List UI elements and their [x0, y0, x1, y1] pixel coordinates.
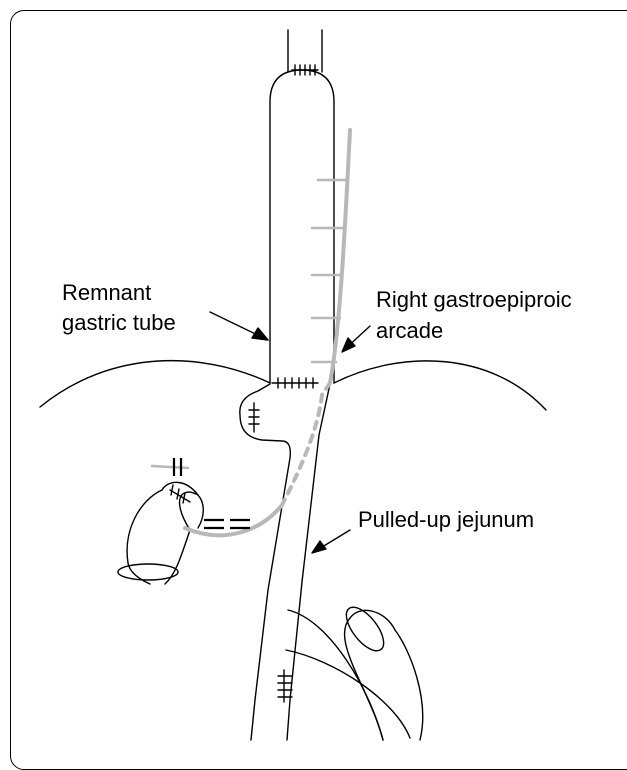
diaphragm-left	[40, 361, 270, 407]
surgical-diagram: Remnant gastric tube Right gastroepiproi…	[0, 0, 627, 746]
distal-jejunum-opening	[118, 564, 178, 580]
arrow-arcade	[342, 326, 370, 352]
label-remnant-line2: gastric tube	[62, 310, 176, 335]
pulled-up-jejunum-right-edge	[287, 384, 330, 740]
vessel-stump	[152, 466, 188, 468]
esophagus	[288, 30, 322, 75]
label-remnant-line1: Remnant	[62, 280, 151, 305]
jejunal-loop-inner	[288, 610, 383, 740]
gastrojejunal-anastomosis-sutures	[272, 378, 318, 388]
label-arcade-line1: Right gastroepiproic	[376, 287, 572, 312]
pouch-sutures	[249, 403, 259, 432]
jejunojejunal-sutures	[278, 670, 292, 702]
arrow-remnant	[210, 312, 268, 340]
pulled-up-jejunum	[240, 384, 291, 740]
distal-jejunum	[127, 490, 203, 584]
diaphragm-right	[334, 361, 546, 410]
arrow-jejunum	[312, 530, 350, 553]
label-arcade-line2: arcade	[376, 318, 443, 343]
label-jejunum: Pulled-up jejunum	[358, 507, 534, 532]
remnant-gastric-tube	[270, 70, 334, 383]
